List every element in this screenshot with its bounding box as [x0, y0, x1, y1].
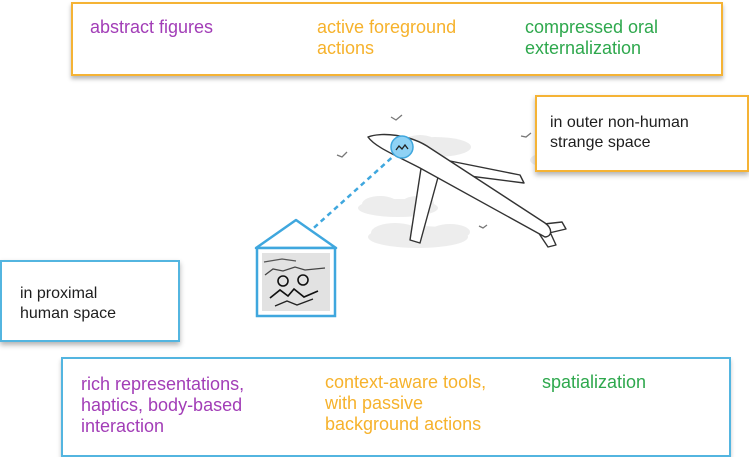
top-item-compressed-oral-externalization: compressed oral externalization [525, 17, 659, 58]
screen-roof [254, 218, 338, 250]
airplane-icon [367, 133, 567, 248]
top-item-abstract-figures: abstract figures [90, 17, 214, 37]
bottom-item-spatialization: spatialization [542, 372, 647, 392]
proximal-space-callout [0, 260, 180, 342]
outer-space-callout-text: in outer non-human strange space [550, 114, 689, 151]
proximal-space-callout-text: in proximal human space [20, 285, 117, 322]
bird-icon [390, 114, 403, 121]
top-panel [71, 2, 723, 76]
connection-line [296, 151, 399, 244]
proximal-view-screen [255, 246, 337, 318]
bottom-item-rich-representations: rich representations, haptics, body-base… [81, 374, 245, 436]
top-item-active-foreground-actions: active foreground actions [317, 17, 457, 58]
bottom-item-context-aware-tools: context-aware tools, with passive backgr… [325, 372, 487, 434]
plane-window-highlight [390, 135, 414, 159]
bird-icon [336, 151, 348, 158]
outer-space-callout [535, 95, 749, 172]
bottom-panel [61, 357, 731, 457]
bird-icon [520, 132, 532, 138]
bird-icon [478, 224, 488, 229]
